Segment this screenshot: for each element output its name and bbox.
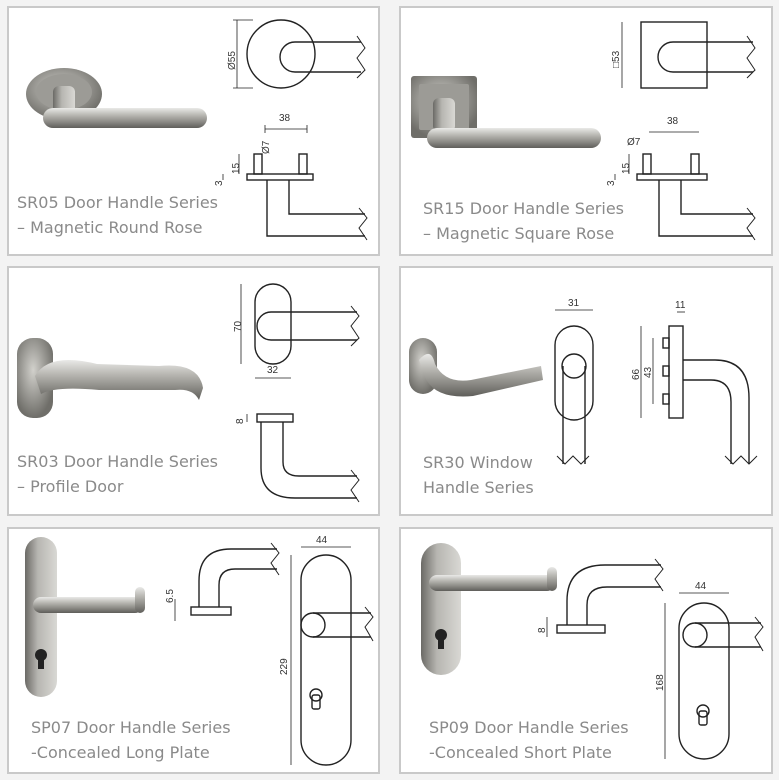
sp09-handle-photo xyxy=(421,543,557,675)
sr03-top-drawing xyxy=(240,283,360,379)
sr03-caption-subtitle: – Profile Door xyxy=(17,477,124,496)
sp07-illustration xyxy=(25,537,374,766)
sp07-caption-subtitle: -Concealed Long Plate xyxy=(31,743,210,762)
product-card-sr03[interactable]: 70 32 8 SR03 Door Handle Series – Profil… xyxy=(7,266,380,516)
product-card-sp07[interactable]: 6.5 44 229 SP07 Door Handle Series -Conc… xyxy=(7,527,380,774)
product-card-sr30[interactable]: 31 11 66 43 SR30 Window Handle Series xyxy=(399,266,773,516)
sr30-side-drawing xyxy=(640,311,758,465)
sr05-caption-title: SR05 Door Handle Series xyxy=(17,193,218,212)
sp09-illustration xyxy=(421,543,764,760)
sr30-dim-width: 31 xyxy=(568,298,580,309)
sp09-plate-drawing xyxy=(664,592,764,760)
sp07-dim-thickness: 6.5 xyxy=(165,589,176,603)
sr05-illustration xyxy=(26,19,368,241)
sr30-caption-title: SR30 Window xyxy=(423,453,533,472)
sr30-dim-inner-height: 43 xyxy=(643,366,654,378)
sp07-side-drawing xyxy=(174,542,280,621)
sr15-dim-height: 15 xyxy=(621,162,632,174)
sr15-caption-subtitle: – Magnetic Square Rose xyxy=(423,224,615,243)
sp09-dim-thickness: 8 xyxy=(537,627,548,633)
sr05-side-drawing xyxy=(222,125,368,241)
sr15-caption-title: SR15 Door Handle Series xyxy=(423,199,624,218)
sr05-dim-base: 3 xyxy=(214,180,225,186)
sr03-handle-photo xyxy=(17,338,203,418)
sr30-caption-subtitle: Handle Series xyxy=(423,478,534,497)
product-card-sr15[interactable]: □53 38 Ø7 15 3 SR15 Door Handle Series –… xyxy=(399,6,773,256)
sp07-caption-title: SP07 Door Handle Series xyxy=(31,718,231,737)
sr30-illustration xyxy=(409,309,758,465)
sr15-illustration xyxy=(411,21,756,241)
sp09-side-drawing xyxy=(546,558,664,637)
sr15-side-drawing xyxy=(614,131,756,241)
sr03-dim-thickness: 8 xyxy=(235,418,246,424)
product-card-sp09[interactable]: 8 44 168 SP09 Door Handle Series -Concea… xyxy=(399,527,773,774)
sr03-caption-title: SR03 Door Handle Series xyxy=(17,452,218,471)
sr15-dim-rose-size: □53 xyxy=(611,50,622,68)
sr03-dim-rose-width: 32 xyxy=(267,365,279,376)
sr05-caption-subtitle: – Magnetic Round Rose xyxy=(17,218,203,237)
sr15-dim-base: 3 xyxy=(606,180,617,186)
sr30-dim-height: 66 xyxy=(631,368,642,380)
sr05-dim-height: 15 xyxy=(231,162,242,174)
sr03-side-drawing xyxy=(246,413,360,503)
sp07-dim-plate-height: 229 xyxy=(279,658,290,675)
sp07-handle-photo xyxy=(25,537,145,697)
sr03-dim-rose-height: 70 xyxy=(233,320,244,332)
sr30-dim-depth: 11 xyxy=(675,300,686,311)
sp09-caption-title: SP09 Door Handle Series xyxy=(429,718,629,737)
sr05-dim-pin-diameter: Ø7 xyxy=(261,140,272,154)
sr15-handle-photo xyxy=(411,76,601,148)
sp09-caption-subtitle: -Concealed Short Plate xyxy=(429,743,612,762)
product-card-sr05[interactable]: Ø55 38 Ø7 15 3 SR05 Door Handle Series –… xyxy=(7,6,380,256)
sr15-dim-pin-diameter: Ø7 xyxy=(627,137,641,148)
sp09-dim-plate-height: 168 xyxy=(655,674,666,691)
sr15-top-drawing xyxy=(621,21,756,89)
sp09-dim-plate-width: 44 xyxy=(695,581,707,592)
sp07-dim-plate-width: 44 xyxy=(316,535,328,546)
sr05-dim-width: 38 xyxy=(279,113,291,124)
sr30-handle-photo xyxy=(409,338,543,397)
sr15-dim-width: 38 xyxy=(667,116,679,127)
sp07-plate-drawing xyxy=(290,546,374,766)
sr05-dim-rose-diameter: Ø55 xyxy=(227,51,238,70)
sr30-front-drawing xyxy=(554,309,594,465)
sr05-handle-photo xyxy=(26,68,207,128)
sr05-top-drawing xyxy=(233,19,366,89)
sr03-illustration xyxy=(17,283,360,503)
